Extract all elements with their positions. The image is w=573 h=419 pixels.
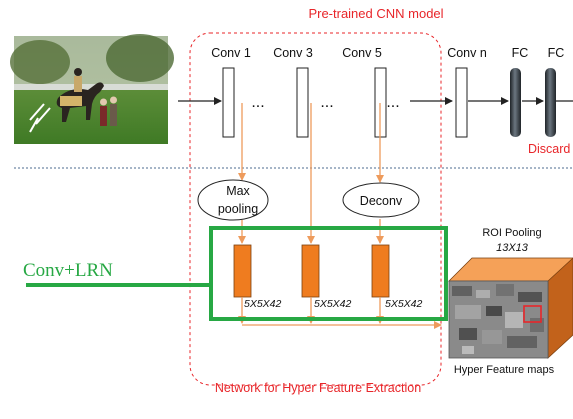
roi-pooling-size: 13X13 [496, 242, 529, 254]
deconv-node [342, 182, 420, 218]
feature-box-3 [371, 244, 390, 298]
conv1-layer [222, 67, 235, 138]
ellipsis-after-conv3: ... [320, 94, 333, 111]
roi-region-marker [523, 305, 542, 323]
roi-pooling-title: ROI Pooling [482, 227, 541, 239]
feature-dims-3: 5X5X42 [385, 298, 423, 310]
hyper-feature-network-region [189, 32, 442, 386]
input-image [10, 34, 174, 144]
conv3-label: Conv 3 [273, 46, 313, 60]
conv-lrn-highlight-box [209, 226, 448, 321]
discard-label: Discard [528, 142, 570, 156]
fc1-layer [510, 68, 521, 137]
max-pooling-node [197, 179, 269, 221]
convn-layer [455, 67, 468, 138]
feature-dims-1: 5X5X42 [244, 298, 282, 310]
deconv-label: Deconv [360, 194, 403, 208]
fc2-layer [545, 68, 556, 137]
diagram-title: Pre-trained CNN model [308, 6, 443, 21]
max-pooling-label-line2: pooling [218, 202, 258, 216]
fc1-label: FC [512, 46, 529, 60]
feature-box-2 [301, 244, 320, 298]
conv5-label: Conv 5 [342, 46, 382, 60]
max-pooling-label-line1: Max [226, 184, 250, 198]
convn-label: Conv n [447, 46, 487, 60]
ellipsis-after-conv1: ... [251, 94, 264, 111]
feature-dims-2: 5X5X42 [314, 298, 352, 310]
conv1-label: Conv 1 [211, 46, 251, 60]
feature-box-1 [233, 244, 252, 298]
conv3-layer [296, 67, 309, 138]
hyper-feature-map-cube [448, 257, 573, 359]
network-label: Network for Hyper Feature Extraction [215, 381, 421, 395]
conv-lrn-label: Conv+LRN [23, 260, 113, 281]
hyper-feature-maps-label: Hyper Feature maps [454, 364, 555, 376]
ellipsis-after-conv5: ... [386, 94, 399, 111]
fc2-label: FC [548, 46, 565, 60]
